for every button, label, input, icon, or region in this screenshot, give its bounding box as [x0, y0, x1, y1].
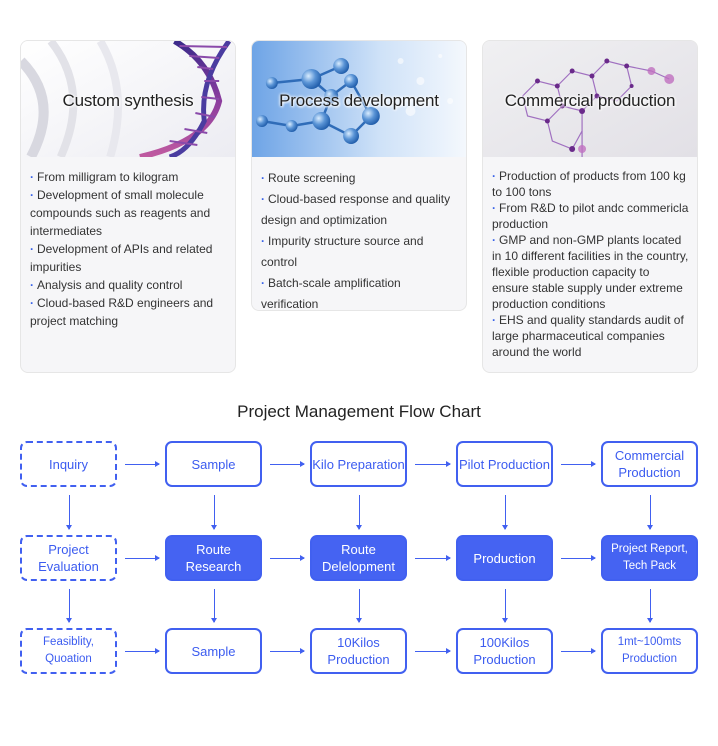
bullet-icon: ·: [492, 313, 496, 327]
flow-node-sample: Sample: [165, 441, 262, 487]
arrow-right-icon: [270, 648, 305, 654]
dna-helix-image: Custom synthesis: [21, 41, 235, 157]
bullet-icon: ·: [30, 296, 34, 310]
bullet-icon: ·: [492, 201, 496, 215]
list-item: ·Route screening: [261, 171, 356, 185]
arrow-right-icon: [125, 461, 160, 467]
bullet-icon: ·: [30, 188, 34, 202]
arrow-down-icon: [501, 589, 508, 623]
molecule-structure-image: Process development: [252, 41, 466, 157]
flow-node-sample: Sample: [165, 628, 262, 674]
arrow-right-icon: [561, 648, 596, 654]
arrow-right-icon: [415, 555, 451, 561]
list-item: ·EHS and quality standards audit of larg…: [492, 313, 684, 359]
feature-list: ·Production of products from 100 kg to 1…: [483, 157, 697, 360]
flow-node-route-delelopment: Route Delelopment: [310, 535, 407, 581]
feature-list: ·From milligram to kilogram ·Development…: [21, 157, 235, 330]
card-title: Custom synthesis: [62, 91, 194, 110]
arrow-right-icon: [415, 648, 451, 654]
flow-node-inquiry: Inquiry: [20, 441, 117, 487]
list-item: ·Development of small molecule compounds…: [30, 188, 211, 238]
flow-node-route-research: Route Research: [165, 535, 262, 581]
arrow-down-icon: [646, 495, 653, 530]
bullet-icon: ·: [30, 278, 34, 292]
bullet-icon: ·: [492, 233, 496, 247]
flowchart-title: Project Management Flow Chart: [237, 402, 481, 421]
arrow-right-icon: [415, 461, 451, 467]
flow-node-feasiblity-quoation: Feasiblity, Quoation: [20, 628, 117, 674]
bullet-icon: ·: [261, 192, 265, 206]
arrow-down-icon: [501, 495, 508, 530]
bullet-icon: ·: [492, 169, 496, 183]
list-item: ·Cloud-based response and quality design…: [261, 192, 451, 227]
card-title: Commercial production: [504, 91, 676, 110]
arrow-down-icon: [65, 495, 72, 530]
list-item: ·Production of products from 100 kg to 1…: [492, 169, 686, 199]
bullet-icon: ·: [261, 171, 265, 185]
list-item: ·Cloud-based R&D engineers and project m…: [30, 296, 214, 328]
arrow-right-icon: [270, 555, 305, 561]
flow-node-10kilos-production: 10Kilos Production: [310, 628, 407, 674]
arrow-down-icon: [65, 589, 72, 623]
list-item: ·From milligram to kilogram: [30, 170, 179, 184]
bullet-icon: ·: [30, 242, 34, 256]
feature-list: ·Route screening ·Cloud-based response a…: [252, 157, 466, 311]
list-item: ·Batch-scale amplification verification: [261, 276, 401, 311]
arrow-down-icon: [210, 495, 217, 530]
flow-node-project-report-tech-pack: Project Report, Tech Pack: [601, 535, 698, 581]
list-item: ·From R&D to pilot andc commericla produ…: [492, 201, 689, 231]
flow-node-production: Production: [456, 535, 553, 581]
arrow-right-icon: [561, 461, 596, 467]
flow-node-pilot-production: Pilot Production: [456, 441, 553, 487]
arrow-right-icon: [561, 555, 596, 561]
list-item: ·Impurity structure source and control: [261, 234, 424, 269]
arrow-right-icon: [270, 461, 305, 467]
bullet-icon: ·: [261, 234, 265, 248]
bullet-icon: ·: [30, 170, 34, 184]
arrow-down-icon: [210, 589, 217, 623]
arrow-right-icon: [125, 555, 160, 561]
hexagon-network-image: Commercial production: [483, 41, 697, 157]
arrow-right-icon: [125, 648, 160, 654]
bullet-icon: ·: [261, 276, 265, 290]
flow-node-kilo-preparation: Kilo Preparation: [310, 441, 407, 487]
card-title: Process development: [279, 91, 439, 110]
list-item: ·Development of APIs and related impurit…: [30, 242, 213, 274]
service-card-custom-synthesis: Custom synthesis ·From milligram to kilo…: [20, 40, 236, 373]
service-card-process-development: Process development ·Route screening ·Cl…: [251, 40, 467, 311]
arrow-down-icon: [355, 589, 362, 623]
arrow-down-icon: [355, 495, 362, 530]
list-item: ·Analysis and quality control: [30, 278, 183, 292]
flow-node-commercial-production: Commercial Production: [601, 441, 698, 487]
flow-node-project-evaluation: Project Evaluation: [20, 535, 117, 581]
service-card-commercial-production: Commercial production ·Production of pro…: [482, 40, 698, 373]
flow-node-100kilos-production: 100Kilos Production: [456, 628, 553, 674]
flow-node-1mt-100mts-production: 1mt~100mts Production: [601, 628, 698, 674]
list-item: ·GMP and non-GMP plants located in 10 di…: [492, 233, 689, 311]
arrow-down-icon: [646, 589, 653, 623]
